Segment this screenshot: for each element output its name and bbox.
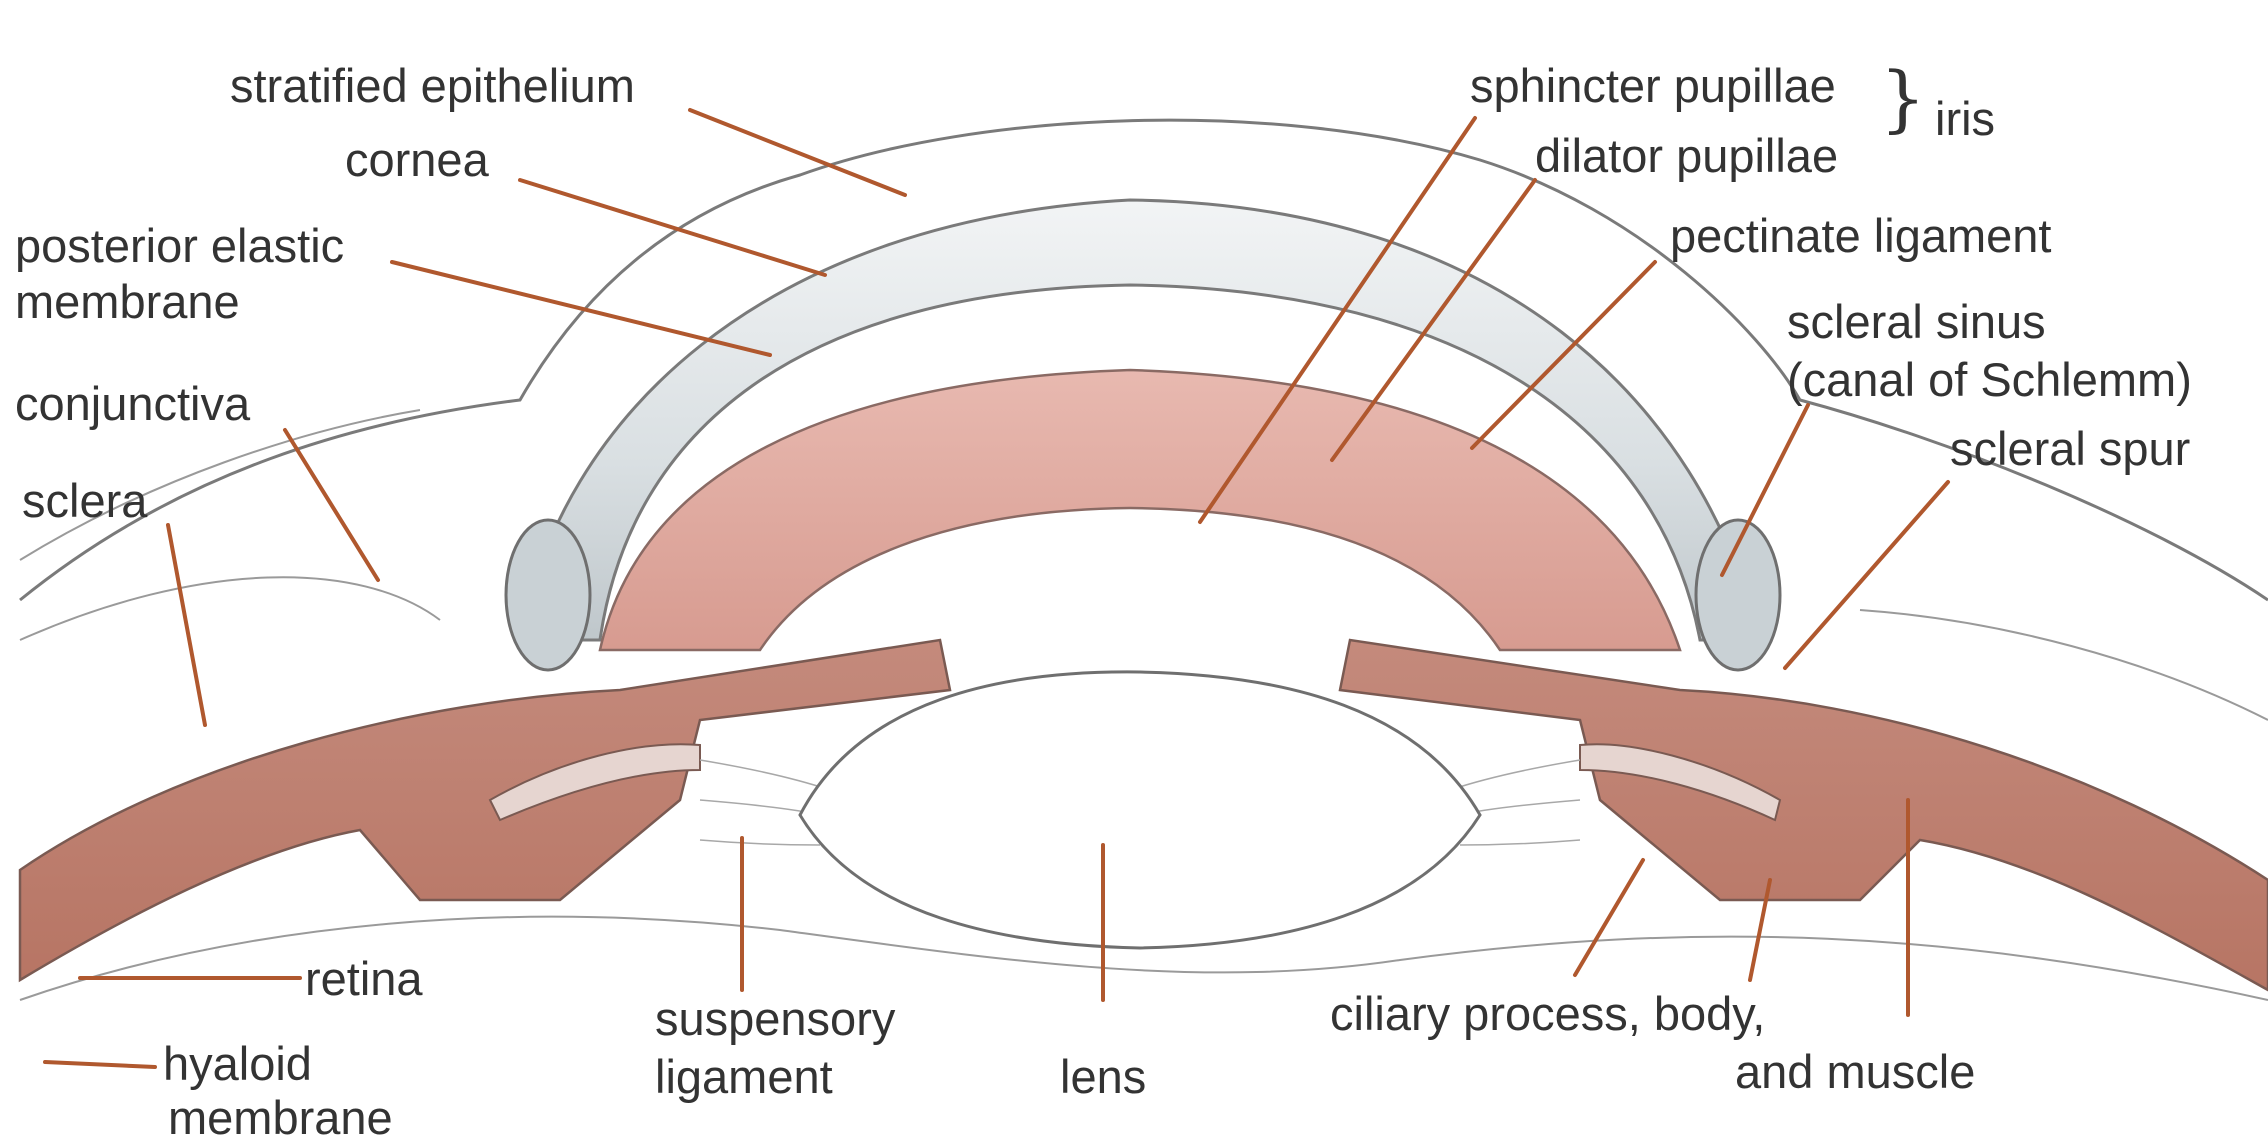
label-stratified-epithelium: stratified epithelium xyxy=(230,59,635,112)
label-suspensory: suspensory xyxy=(655,992,896,1045)
leader-scleral-spur xyxy=(1783,480,1950,670)
leader-sclera xyxy=(166,523,207,727)
ciliary-muscle-left xyxy=(18,638,952,983)
scleral-sinus-right xyxy=(1694,518,1782,672)
leader-ciliary-body xyxy=(1748,878,1772,982)
iris-shape xyxy=(598,368,1682,652)
lens-shape xyxy=(798,670,1482,950)
leader-scleral-sinus xyxy=(1720,403,1810,577)
label-hyaloid-membrane: membrane xyxy=(168,1091,393,1144)
outer-eye-wall-outline xyxy=(19,118,2268,602)
leader-stratified-epithelium xyxy=(688,108,907,197)
label-iris: iris xyxy=(1935,92,1996,145)
ciliary-process-left xyxy=(488,743,701,822)
label-lens: lens xyxy=(1060,1050,1147,1103)
leader-ciliary-process xyxy=(1573,858,1645,977)
label-conjunctiva: conjunctiva xyxy=(15,377,251,430)
label-suspensory-ligament: ligament xyxy=(655,1050,833,1103)
label-sclera: sclera xyxy=(22,474,148,527)
label-scleral-sinus: scleral sinus xyxy=(1787,295,2046,348)
ciliary-muscle-right xyxy=(1338,638,2268,992)
leader-lines xyxy=(43,108,1950,1069)
leader-cornea xyxy=(518,178,827,277)
iris-bracket-icon: } xyxy=(1880,56,1926,140)
conjunctiva-outline xyxy=(19,409,421,561)
label-ciliary-process-body: ciliary process, body, xyxy=(1330,987,1766,1040)
leader-posterior-elastic xyxy=(390,260,772,357)
label-canal-of-schlemm: (canal of Schlemm) xyxy=(1787,353,2192,406)
label-dilator-pupillae: dilator pupillae xyxy=(1535,129,1839,182)
scleral-sinus-left xyxy=(504,518,592,672)
label-posterior-elastic-membrane: posterior elastic xyxy=(15,219,345,272)
label-scleral-spur: scleral spur xyxy=(1950,422,2191,475)
label-cornea: cornea xyxy=(345,133,489,186)
label-pectinate-ligament: pectinate ligament xyxy=(1670,209,2052,262)
label-posterior-elastic-membrane-2: membrane xyxy=(15,275,240,328)
leader-conjunctiva xyxy=(283,428,380,582)
label-sphincter-pupillae: sphincter pupillae xyxy=(1470,59,1836,112)
label-ciliary-muscle: and muscle xyxy=(1735,1045,1976,1098)
leader-hyaloid xyxy=(43,1060,157,1069)
leader-sphincter-pupillae xyxy=(1198,116,1477,524)
retina-line xyxy=(19,915,2268,1001)
leader-pectinate-ligament xyxy=(1470,260,1657,450)
label-retina: retina xyxy=(305,952,423,1005)
sclera-band-outline xyxy=(19,576,2268,721)
label-hyaloid: hyaloid xyxy=(163,1037,312,1090)
leader-dilator-pupillae xyxy=(1330,178,1537,462)
ciliary-process-right xyxy=(1579,743,1782,822)
